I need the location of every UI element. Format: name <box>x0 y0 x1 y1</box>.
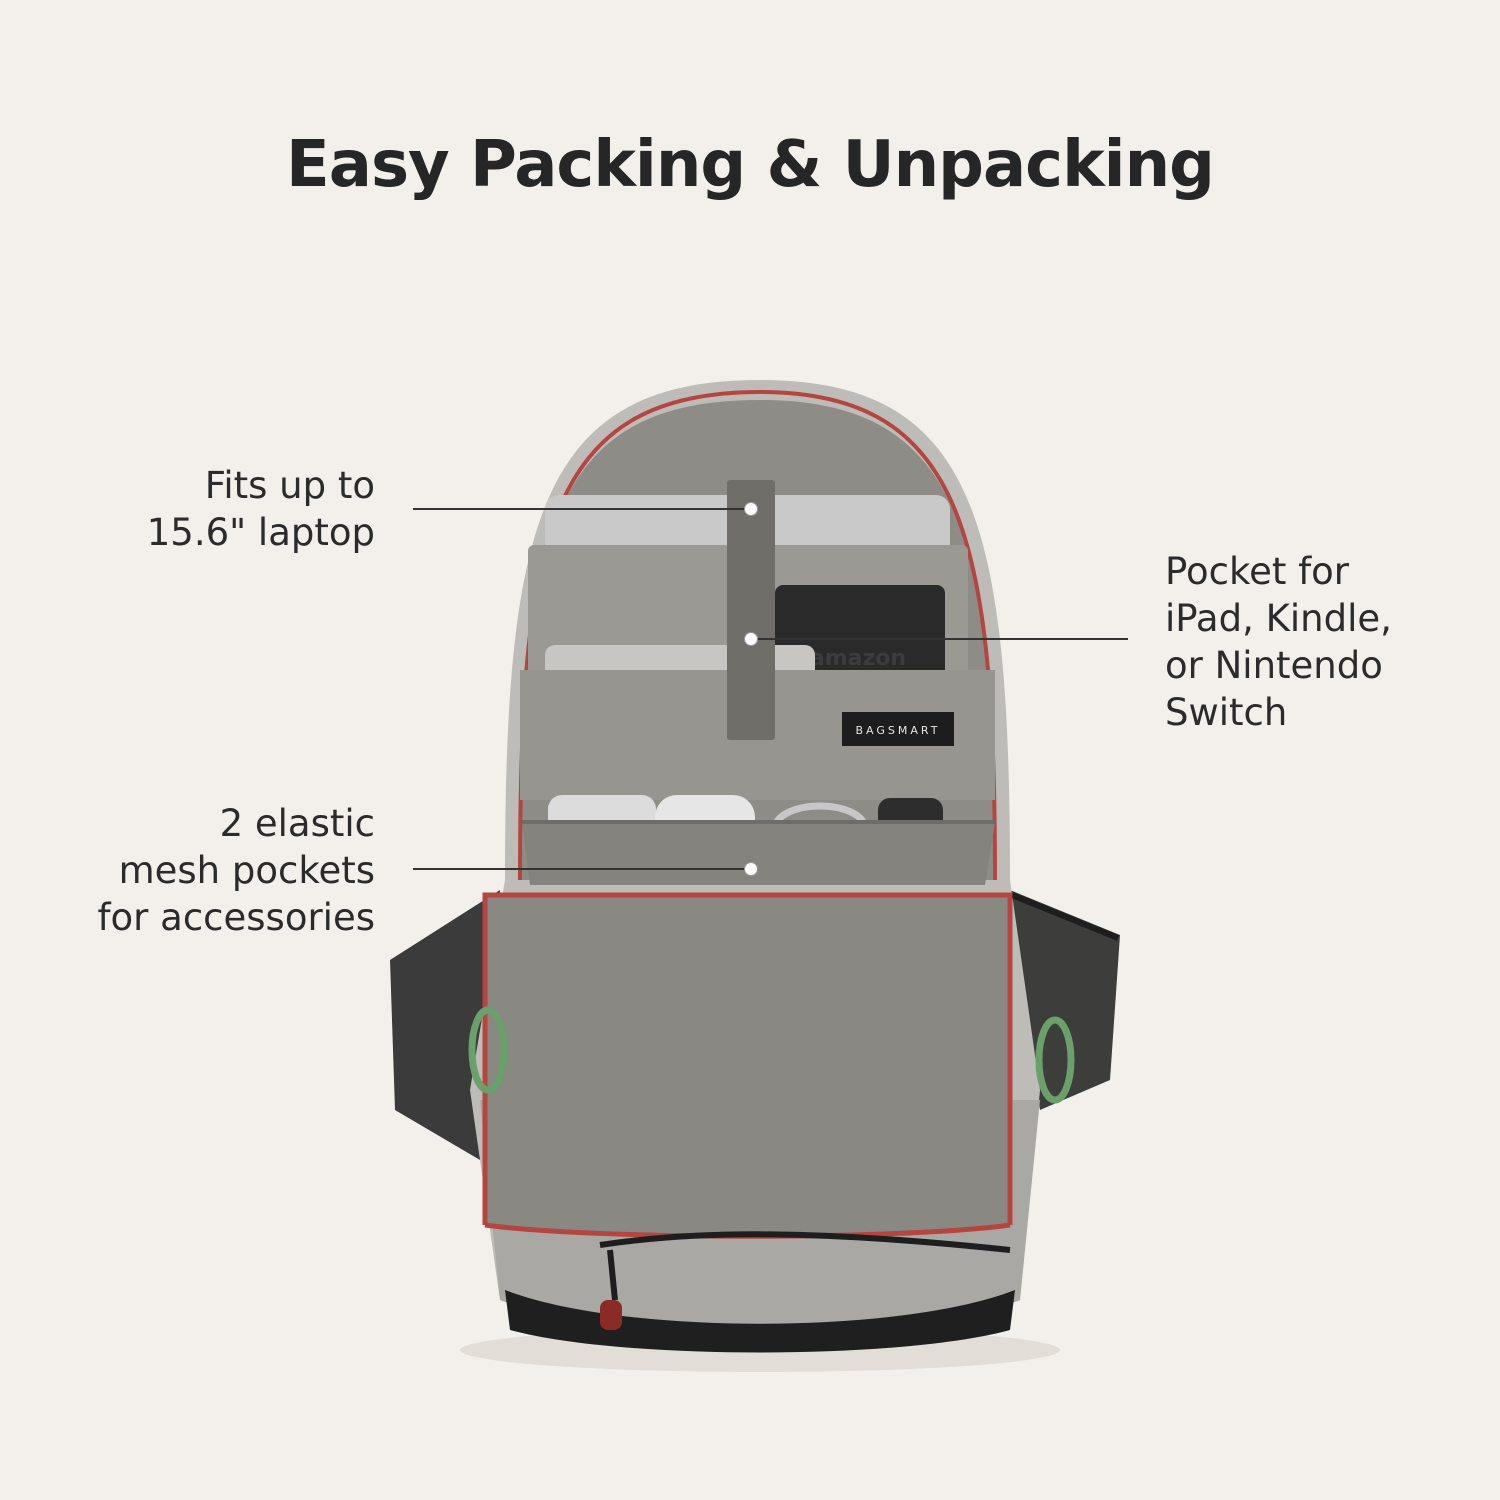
leader-laptop <box>413 508 748 510</box>
leader-pocket <box>752 638 1128 640</box>
marker-laptop <box>744 502 758 516</box>
marker-pocket <box>744 632 758 646</box>
callout-pocket-line-2: iPad, Kindle, <box>1165 597 1392 640</box>
callout-mesh-line-1: 2 elastic <box>219 802 375 845</box>
callout-laptop: Fits up to 15.6" laptop <box>147 462 375 556</box>
marker-mesh <box>744 862 758 876</box>
callout-laptop-line-1: Fits up to <box>204 464 375 507</box>
callout-pocket-line-1: Pocket for <box>1165 550 1349 593</box>
leader-mesh <box>413 868 748 870</box>
callout-laptop-line-2: 15.6" laptop <box>146 511 375 554</box>
amazon-logo: amazon <box>810 646 906 671</box>
callout-mesh: 2 elastic mesh pockets for accessories <box>98 800 375 941</box>
callout-mesh-line-2: mesh pockets <box>118 849 375 892</box>
callout-pocket-line-3: or Nintendo <box>1165 644 1383 687</box>
callout-mesh-line-3: for accessories <box>97 896 375 939</box>
callout-pocket: Pocket for iPad, Kindle, or Nintendo Swi… <box>1165 548 1392 736</box>
page-title: Easy Packing & Unpacking <box>286 127 1215 202</box>
brand-label: BAGSMART <box>856 724 941 737</box>
callout-pocket-line-4: Switch <box>1165 691 1288 734</box>
